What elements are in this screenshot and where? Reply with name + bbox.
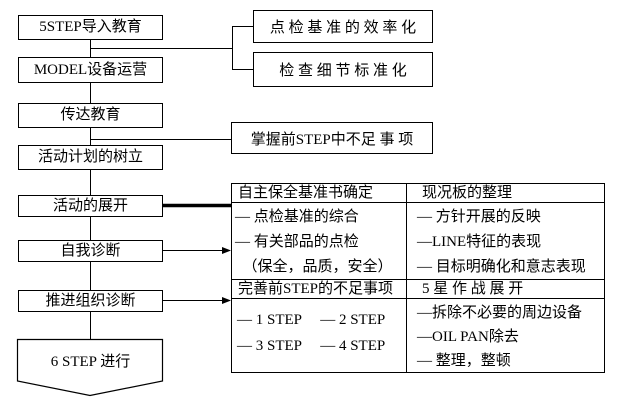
table-section1-right-header: 现况板的整理 [406, 184, 604, 202]
table-section1-right-body: — 方针开展的反映 —LINE特征的表现 — 目标明确化和意志表现 [406, 202, 604, 279]
table-section1-left-body: — 点检基准的综合 — 有关部品的点检 （保全，品质，安全） [232, 202, 406, 279]
callout-inspection-standardization: 检 查 细 节 标 准 化 [253, 52, 433, 87]
step-org-diagnosis: 推进组织诊断 [18, 290, 163, 312]
table-section1-left-header: 自主保全基准书确定 [238, 185, 374, 201]
step-label: 6 STEP 进行 [50, 353, 131, 370]
list-item: （保全，品质，安全） [235, 259, 393, 275]
list-item: —OIL PAN除去 [417, 329, 519, 345]
list-item: — 方针开展的反映 [417, 209, 541, 225]
table-section2-right-body: —拆除不必要的周边设备 —OIL PAN除去 — 整理，整顿 [406, 298, 604, 372]
table-section2-right-header: 5 星 作 战 展 开 [406, 279, 604, 298]
callout-label: 掌握前STEP中不足 事 项 [250, 131, 414, 148]
step-model-equipment: MODEL设备运营 [18, 57, 163, 83]
callout-label: 点 检 基 准 的 效 率 化 [269, 20, 417, 36]
step-label: 自我诊断 [60, 242, 121, 259]
step-label: MODEL设备运营 [33, 61, 148, 78]
step-label: 推进组织诊断 [45, 292, 136, 309]
step-label: 5STEP导入教育 [39, 19, 142, 35]
callout-grasp-shortcomings: 掌握前STEP中不足 事 项 [231, 122, 433, 154]
callout-label: 检 查 细 节 标 准 化 [279, 63, 407, 79]
table-section2-left-header: 完善前STEP的不足事项 [232, 279, 406, 298]
flow-connector-lines [90, 26, 253, 340]
step-transfer-education: 传达教育 [18, 103, 163, 128]
step-5step-education: 5STEP导入教育 [18, 15, 163, 40]
list-item: — 1 STEP — 2 STEP [237, 312, 386, 328]
summary-table: 自主保全基准书确定 现况板的整理 — 点检基准的综合 — 有关部品的点检 （保全… [231, 183, 605, 373]
step-activity-plan: 活动计划的树立 [18, 145, 163, 170]
list-item: — 目标明确化和意志表现 [417, 259, 586, 275]
step-self-diagnosis: 自我诊断 [18, 240, 163, 262]
arrowhead-self-diagnosis [222, 247, 231, 254]
list-item: — 点检基准的综合 [235, 209, 359, 225]
list-item: —LINE特征的表现 [417, 234, 542, 250]
list-item: — 有关部品的点检 [235, 234, 359, 250]
step-label: 活动的展开 [52, 197, 128, 214]
step-6step-pentagon-label: 6 STEP 进行 [18, 348, 163, 372]
pentagon-shape [16, 338, 164, 397]
step-label: 活动计划的树立 [37, 149, 143, 165]
table-section2-left-body: — 1 STEP — 2 STEP — 3 STEP — 4 STEP [232, 298, 406, 372]
list-item: — 整理，整顿 [417, 353, 511, 369]
list-item: — 3 STEP — 4 STEP [237, 338, 386, 354]
list-item: —拆除不必要的周边设备 [417, 305, 583, 321]
callout-inspection-efficiency: 点 检 基 准 的 效 率 化 [253, 10, 433, 43]
step-activity-deploy: 活动的展开 [18, 195, 163, 217]
arrowhead-org-diagnosis [222, 297, 231, 304]
step-label: 传达教育 [60, 107, 121, 123]
